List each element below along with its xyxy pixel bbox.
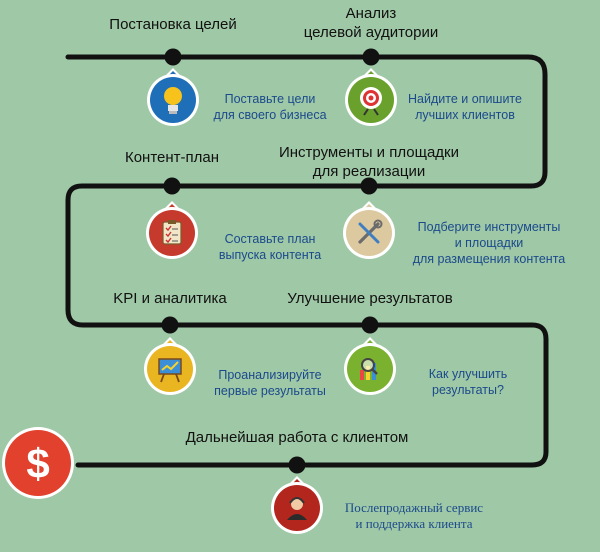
step-description-line: Составьте план — [224, 232, 316, 246]
target-icon — [360, 87, 382, 116]
path-node-dot — [163, 177, 181, 195]
step-title: Дальнейшая работа с клиентом — [186, 429, 409, 447]
step-badge — [344, 337, 396, 395]
dollar-icon: $ — [26, 440, 49, 487]
step-badge — [144, 337, 196, 395]
step-badge — [343, 201, 395, 259]
step-description-line: для размещения контента — [412, 252, 566, 266]
step-description-line: результаты? — [432, 383, 504, 397]
step-description: Поставьте цели для своего бизнеса — [213, 91, 326, 123]
step-description-line: Подберите инструменты — [417, 220, 561, 234]
support-agent-icon — [287, 497, 307, 520]
step-title: Улучшение результатов — [287, 290, 453, 308]
step-badge — [146, 201, 198, 259]
presentation-chart-icon — [158, 358, 182, 383]
step-description: Проанализируйте первые результаты — [214, 367, 326, 399]
step-title: Постановка целей — [109, 16, 236, 34]
step-title: Инструменты и площадки для реализации — [279, 143, 459, 181]
clipboard-checklist-icon — [162, 220, 182, 245]
step-description: Составьте план выпуска контента — [219, 231, 321, 263]
step-title-line: целевой аудитории — [303, 24, 439, 41]
end-dollar-marker: $ — [2, 427, 74, 499]
step-description-line: Найдите и опишите — [408, 92, 522, 106]
step-description-line: и поддержка клиента — [355, 516, 473, 531]
step-description: Найдите и опишите лучших клиентов — [408, 91, 522, 123]
step-description: Как улучшить результаты? — [429, 366, 507, 398]
step-title-line: Анализ — [345, 5, 397, 22]
step-description-line: лучших клиентов — [415, 108, 515, 122]
step-title-line: для реализации — [312, 163, 426, 180]
step-description-line: выпуска контента — [218, 248, 322, 262]
path-node-dot — [362, 48, 380, 66]
step-title: Анализ целевой аудитории — [304, 4, 439, 42]
step-title-line: KPI и аналитика — [113, 290, 227, 307]
step-badge — [271, 476, 323, 534]
step-badge — [147, 68, 199, 126]
step-description-line: первые результаты — [214, 384, 326, 398]
step-title-line: Постановка целей — [109, 16, 237, 33]
step-title-line: Инструменты и площадки — [278, 144, 459, 161]
path-node-dot — [360, 177, 378, 195]
step-description-line: Как улучшить — [428, 367, 508, 381]
step-title: KPI и аналитика — [113, 290, 226, 308]
lightbulb-icon — [164, 87, 182, 114]
step-title-line: Улучшение результатов — [287, 290, 453, 307]
dollar-circle — [5, 430, 71, 496]
step-badge — [345, 68, 397, 126]
path-node-dot — [288, 456, 306, 474]
step-title-line: Контент-план — [124, 149, 220, 166]
path-node-dot — [361, 316, 379, 334]
step-description: Подберите инструменты и площадки для разме… — [413, 219, 566, 267]
path-node-dot — [161, 316, 179, 334]
magnifier-chart-icon — [360, 358, 378, 380]
step-description-line: для своего бизнеса — [213, 108, 327, 122]
step-description-line: и площадки — [454, 236, 524, 250]
path-node-dot — [164, 48, 182, 66]
step-description-line: Поставьте цели — [224, 92, 316, 106]
roadmap-path — [65, 54, 549, 468]
step-title-line: Дальнейшая работа с клиентом — [185, 429, 409, 446]
step-title: Контент-план — [125, 149, 219, 167]
tools-icon — [358, 219, 383, 244]
step-description-line: Послепродажный сервис — [344, 500, 484, 515]
step-description-line: Проанализируйте — [218, 368, 322, 382]
